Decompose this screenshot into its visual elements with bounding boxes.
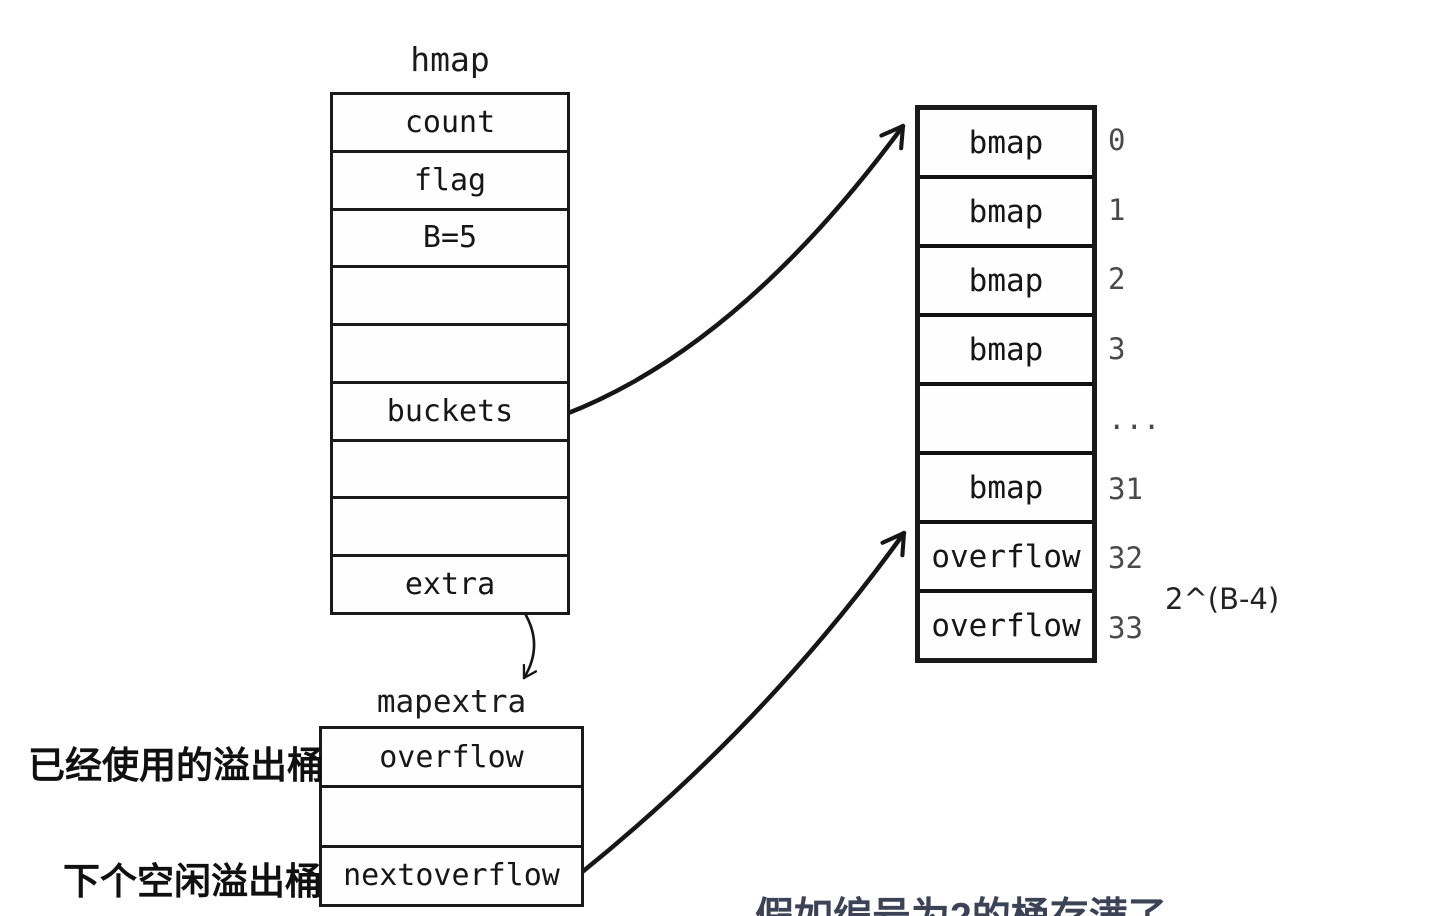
bucket-index: 3 bbox=[1108, 332, 1126, 367]
bucket-cell-ellipsis bbox=[920, 382, 1092, 451]
hmap-field-flag: flag bbox=[333, 149, 567, 208]
bucket-cell-bmap-3: bmap bbox=[920, 313, 1092, 382]
hmap-field-buckets: buckets bbox=[333, 380, 567, 439]
hmap-struct: count flag B=5 buckets extra bbox=[330, 92, 570, 615]
bucket-count-annotation: 2^(B-4) bbox=[1165, 582, 1280, 616]
buckets-pointer-arrow bbox=[563, 123, 906, 417]
video-subtitle: 假如编号为2的桶存满了 bbox=[755, 886, 1167, 916]
hmap-field-empty bbox=[333, 323, 567, 381]
mapextra-field-empty bbox=[322, 785, 581, 844]
bucket-array: bmap bmap bmap bmap bmap overflow overfl… bbox=[915, 105, 1097, 663]
bucket-cell-bmap-0: bmap bbox=[968, 124, 1044, 161]
bucket-index: ... bbox=[1108, 401, 1161, 436]
hmap-field-empty bbox=[333, 496, 567, 554]
mapextra-struct-title: mapextra bbox=[376, 684, 527, 720]
nextoverflow-pointer-arrow bbox=[578, 530, 907, 876]
bucket-index: 1 bbox=[1108, 192, 1126, 227]
bucket-index: 0 bbox=[1108, 122, 1126, 157]
bucket-cell-bmap-31: bmap bbox=[920, 451, 1092, 520]
next-free-overflow-annotation: 下个空闲溢出桶 bbox=[63, 861, 322, 902]
bucket-index: 2 bbox=[1108, 262, 1126, 297]
bucket-cell-overflow-33: overflow bbox=[920, 589, 1092, 658]
bucket-cell-overflow-32: overflow bbox=[920, 520, 1092, 589]
mapextra-struct: overflow nextoverflow bbox=[319, 726, 584, 907]
hmap-field-count: count bbox=[404, 104, 496, 140]
mapextra-field-overflow: overflow bbox=[379, 739, 524, 775]
hmap-field-empty bbox=[333, 438, 567, 497]
bucket-index-column: 0 1 2 3 ... 31 32 33 bbox=[1108, 105, 1178, 663]
bucket-index: 33 bbox=[1108, 611, 1143, 646]
hmap-field-empty bbox=[333, 265, 567, 323]
bucket-index: 31 bbox=[1108, 471, 1143, 506]
hmap-struct-title: hmap bbox=[410, 40, 490, 79]
bucket-cell-bmap-2: bmap bbox=[920, 244, 1092, 313]
bucket-index: 32 bbox=[1108, 541, 1143, 576]
hmap-field-b: B=5 bbox=[333, 207, 567, 266]
mapextra-field-nextoverflow: nextoverflow bbox=[322, 844, 581, 904]
bucket-cell-bmap-1: bmap bbox=[920, 175, 1092, 244]
hmap-field-extra: extra bbox=[333, 554, 567, 612]
used-overflow-annotation: 已经使用的溢出桶 bbox=[28, 745, 324, 786]
